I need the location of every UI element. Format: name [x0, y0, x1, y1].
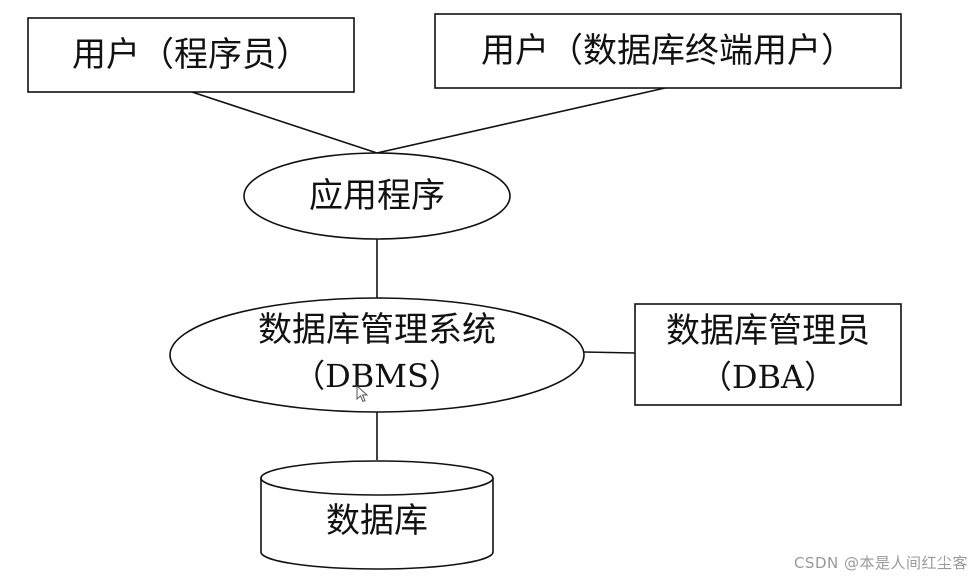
node-dba-label-line2: （DBA） — [700, 358, 836, 396]
node-application-label: 应用程序 — [309, 176, 445, 216]
node-user-enduser-label: 用户（数据库终端用户） — [481, 31, 855, 71]
node-dbms: 数据库管理系统 （DBMS） — [169, 297, 585, 413]
edge-dbms-to-dba — [583, 351, 636, 354]
node-database: 数据库 — [260, 460, 494, 570]
node-user-programmer-label: 用户（程序员） — [72, 35, 310, 75]
mouse-cursor-icon — [356, 385, 369, 403]
node-dbms-label-line2: （DBMS） — [293, 357, 461, 395]
node-dba-label-line1: 数据库管理员 — [666, 311, 870, 351]
node-user-programmer: 用户（程序员） — [27, 17, 355, 93]
edge-programmer-to-application — [191, 91, 378, 154]
node-dba: 数据库管理员 （DBA） — [634, 303, 902, 406]
node-dbms-label-line1: 数据库管理系统 — [258, 310, 496, 350]
node-database-label: 数据库 — [326, 501, 428, 541]
node-application: 应用程序 — [243, 152, 511, 240]
edge-enduser-to-application — [376, 87, 666, 154]
node-user-enduser: 用户（数据库终端用户） — [434, 13, 902, 89]
csdn-watermark: CSDN @本是人间红尘客 — [793, 554, 968, 572]
